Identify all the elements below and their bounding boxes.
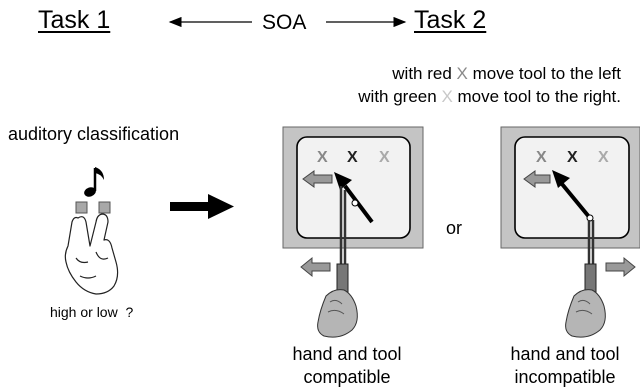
screen-incompatible-left-arrow-icon xyxy=(523,170,551,188)
instruction-line-red: with red X move tool to the left xyxy=(318,62,621,85)
or-label: or xyxy=(446,218,463,238)
flow-arrow xyxy=(170,194,234,219)
soa-label: SOA xyxy=(262,11,307,34)
screen-incompatible-x-center: X xyxy=(567,149,578,166)
instruction-line-green: with green X move tool to the right. xyxy=(318,85,621,108)
hand-two-fingers-icon xyxy=(64,213,119,295)
green-x-glyph: X xyxy=(441,87,453,106)
screen-incompatible xyxy=(500,126,640,249)
task2-title: Task 2 xyxy=(414,6,487,34)
caption-incompatible-line2: incompatible xyxy=(514,367,616,387)
instruction-red-suffix: move tool to the left xyxy=(472,64,621,83)
screen-compatible-x-left: X xyxy=(317,149,328,166)
caption-compatible: hand and tool compatible xyxy=(282,343,412,389)
caption-incompatible-line1: hand and tool xyxy=(510,344,620,364)
auditory-classification-label: auditory classification xyxy=(8,124,180,144)
caption-incompatible: hand and tool incompatible xyxy=(500,343,630,389)
caption-compatible-line1: hand and tool xyxy=(292,344,402,364)
pointer-tool-compatible xyxy=(334,172,374,224)
caption-compatible-line2: compatible xyxy=(303,367,391,387)
rod-compatible xyxy=(339,186,347,268)
instruction-green-suffix: move tool to the right. xyxy=(457,87,621,106)
screen-compatible xyxy=(282,126,424,249)
screen-incompatible-x-right: X xyxy=(598,149,609,166)
hand-holding-tool-compatible xyxy=(317,263,358,338)
pointer-tool-incompatible xyxy=(552,170,594,222)
hand-holding-tool-incompatible xyxy=(565,263,606,338)
high-or-low-text: high or low xyxy=(50,304,118,320)
task1-title: Task 1 xyxy=(38,6,111,34)
screen-compatible-left-arrow-icon xyxy=(302,170,333,188)
outside-right-arrow-icon xyxy=(605,256,636,278)
response-key-right xyxy=(98,201,111,214)
instruction-green-prefix: with green xyxy=(358,87,437,106)
screen-compatible-x-right: X xyxy=(379,149,390,166)
screen-incompatible-x-left: X xyxy=(536,149,547,166)
question-mark: ? xyxy=(125,304,134,320)
red-x-glyph: X xyxy=(456,64,468,83)
instructions: with red X move tool to the left with gr… xyxy=(318,62,621,108)
rod-incompatible xyxy=(587,220,595,268)
screen-compatible-x-center: X xyxy=(347,149,358,166)
high-or-low-label: high or low ? xyxy=(50,304,133,320)
instruction-red-prefix: with red xyxy=(392,64,452,83)
music-note-icon xyxy=(84,167,104,197)
response-key-left xyxy=(75,201,88,214)
outside-left-arrow-icon xyxy=(300,256,331,278)
